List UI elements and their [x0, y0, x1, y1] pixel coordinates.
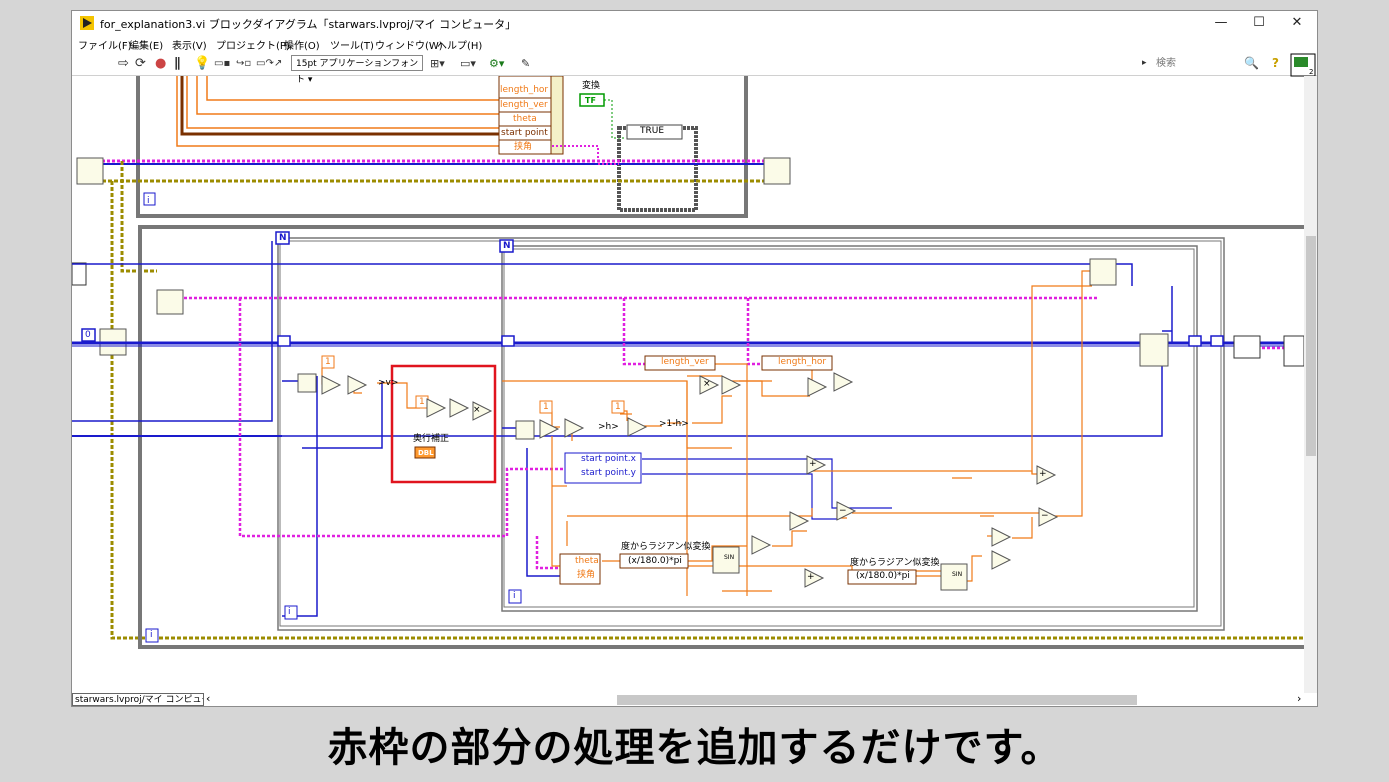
one-constant-b: 1	[419, 397, 425, 407]
case-selector-label[interactable]: TRUE	[640, 126, 665, 136]
multiply-node-1: ×	[473, 405, 481, 415]
step-into-icon[interactable]: ↪▫	[236, 58, 252, 69]
cluster-length-ver: length_ver	[500, 99, 548, 111]
font-select-value: 15pt アプリケーションフォント	[296, 59, 419, 85]
top-for-loop	[136, 76, 748, 218]
start-point-x: start point.x	[581, 454, 636, 464]
top-loop-i: i	[147, 196, 150, 206]
menu-operate[interactable]: 操作(O)	[284, 41, 320, 52]
tf-constant: TF	[585, 96, 596, 105]
horizontal-scrollbar[interactable]	[217, 695, 1292, 705]
subtract-node-2: −	[1041, 511, 1049, 521]
formula-node-1: (x/180.0)*pi	[628, 556, 682, 566]
step-over-icon[interactable]: ▭↷	[256, 58, 274, 69]
diagram-nodes	[145, 231, 1304, 643]
menu-project[interactable]: プロジェクト(P)	[216, 41, 290, 52]
scroll-left-icon[interactable]: ‹	[206, 692, 211, 705]
zero-constant: 0	[85, 330, 91, 340]
toolbar: ⇨ ⟳ ● ∥ 💡 ▭▪ ↪▫ ▭↷ ↗ 15pt アプリケーションフォント ▾…	[72, 53, 1317, 85]
block-diagram[interactable]: i	[72, 76, 1304, 693]
caption-text: 赤枠の部分の処理を追加するだけです。	[327, 725, 1062, 771]
maximize-button[interactable]: ☐	[1253, 15, 1265, 30]
close-button[interactable]: ✕	[1291, 15, 1303, 30]
h-label: >h>	[598, 422, 619, 432]
status-bar: starwars.lvproj/マイ コンピュータ ‹ ›	[72, 692, 1317, 706]
labview-window: for_explanation3.vi ブロックダイアグラム「starwars.…	[71, 10, 1318, 707]
menu-bar: ファイル(F) 編集(E) 表示(V) プロジェクト(P) 操作(O) ツール(…	[72, 35, 1317, 53]
one-constant-a: 1	[325, 357, 331, 367]
title-bar: for_explanation3.vi ブロックダイアグラム「starwars.…	[72, 11, 1317, 35]
start-point-y: start point.y	[581, 468, 636, 478]
abort-icon[interactable]: ●	[155, 56, 167, 71]
main-loop-i: i	[150, 630, 153, 640]
highlight-execution-icon[interactable]: 💡	[194, 56, 211, 71]
reorder-icon[interactable]: ⚙▾	[489, 57, 505, 70]
search-input[interactable]: 検索	[1156, 58, 1176, 69]
highlight-box	[390, 364, 497, 484]
sin-cos-node-1: SIN	[724, 554, 735, 561]
run-arrow-icon[interactable]: ⇨	[118, 56, 129, 71]
angle-label: 挟角	[577, 570, 596, 580]
diagram-canvas: i	[72, 76, 1304, 649]
distribute-objects-icon[interactable]: ▭▾	[460, 57, 476, 70]
one-minus-h-label: >1-h>	[659, 419, 689, 429]
add-node-2: +	[807, 572, 815, 582]
svg-text:2: 2	[1309, 68, 1313, 76]
text-settings-dropdown[interactable]: 15pt アプリケーションフォント ▾	[291, 55, 423, 85]
step-out-icon[interactable]: ↗	[274, 58, 283, 69]
subtract-node-1: −	[839, 506, 847, 516]
retain-wire-values-icon[interactable]: ▭▪	[214, 58, 231, 69]
pause-icon[interactable]: ∥	[174, 56, 181, 71]
unbundle-length-hor: length_hor	[778, 357, 827, 367]
add-node-3: +	[1039, 469, 1047, 479]
minimize-button[interactable]: —	[1214, 15, 1228, 30]
menu-edit[interactable]: 編集(E)	[129, 41, 164, 52]
window-title: for_explanation3.vi ブロックダイアグラム「starwars.…	[100, 18, 517, 31]
vertical-scrollbar[interactable]	[1304, 76, 1317, 693]
menu-tools[interactable]: ツール(T)	[330, 41, 374, 52]
vi-icon[interactable]: 2	[1290, 53, 1316, 77]
convert-label: 変換	[582, 81, 601, 91]
run-continuously-icon[interactable]: ⟳	[135, 56, 146, 71]
operator-nodes	[321, 372, 1059, 588]
cluster-theta: theta	[513, 113, 537, 125]
outer-loop-n: N	[279, 233, 287, 243]
horizontal-scroll-thumb[interactable]	[617, 695, 1137, 705]
inner-loop-n: N	[503, 241, 511, 251]
cleanup-diagram-icon[interactable]: ✎	[521, 57, 531, 70]
inner-loop-i: i	[513, 591, 516, 601]
outer-loop-i: i	[288, 607, 291, 617]
deg-to-rad-label-1: 度からラジアン似変換	[621, 542, 711, 552]
formula-node-2: (x/180.0)*pi	[856, 571, 910, 581]
scroll-right-icon[interactable]: ›	[1297, 692, 1302, 705]
dbl-constant: DBL	[418, 449, 434, 457]
align-objects-icon[interactable]: ⊞▾	[430, 57, 445, 70]
menu-help[interactable]: ヘルプ(H)	[437, 41, 483, 52]
vertical-scroll-thumb[interactable]	[1306, 236, 1316, 456]
theta-label: theta	[575, 556, 599, 566]
menu-file[interactable]: ファイル(F)	[78, 41, 132, 52]
menu-window[interactable]: ウィンドウ(W)	[375, 41, 443, 52]
init-array-node	[76, 157, 104, 185]
cluster-angle: 挟角	[514, 141, 533, 153]
search-arrow-icon: ▸	[1142, 58, 1147, 68]
multiply-node-2: ×	[703, 379, 711, 389]
help-icon[interactable]: ?	[1272, 56, 1279, 70]
one-constant-d: 1	[615, 402, 621, 412]
cluster-start-point: start point	[501, 127, 548, 139]
labview-app-icon	[80, 16, 94, 30]
add-node-1: +	[809, 459, 817, 469]
search-icon[interactable]: 🔍	[1244, 56, 1259, 70]
menu-view[interactable]: 表示(V)	[172, 41, 207, 52]
deg-to-rad-label-2: 度からラジアン似変換	[850, 558, 940, 568]
sin-cos-node-2: SIN	[952, 571, 963, 578]
context-path[interactable]: starwars.lvproj/マイ コンピュータ	[72, 693, 204, 706]
cluster-length-hor: length_hor	[500, 84, 549, 96]
depth-correction-label: 奥行補正	[413, 434, 450, 444]
one-constant-c: 1	[543, 402, 549, 412]
unbundle-length-ver: length_ver	[661, 357, 709, 367]
v-label: >v>	[378, 378, 399, 388]
